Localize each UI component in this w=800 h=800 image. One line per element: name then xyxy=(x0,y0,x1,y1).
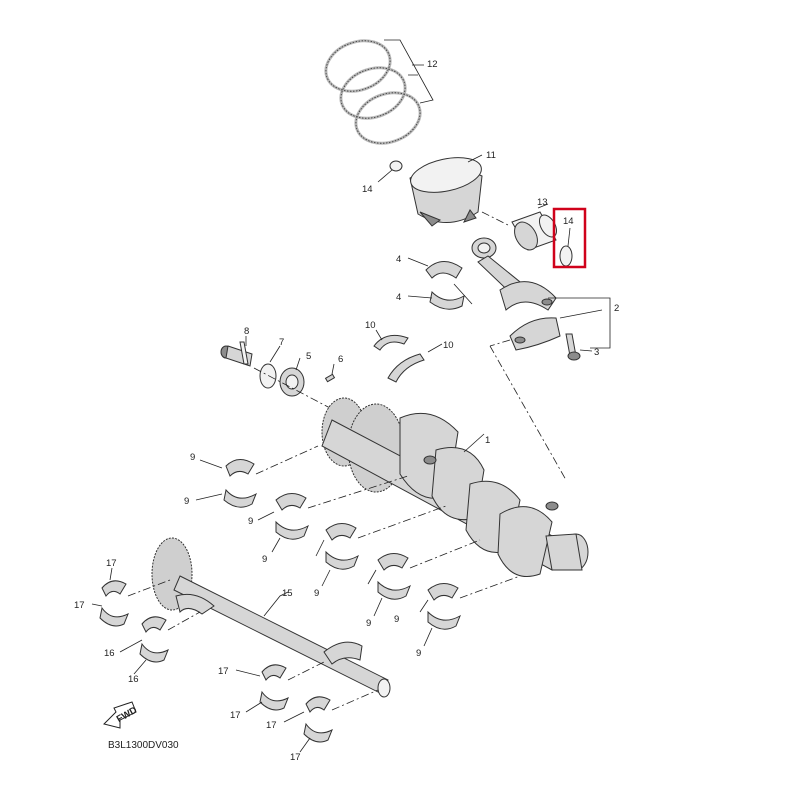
thrust-washer-lower[interactable] xyxy=(387,353,425,383)
assembly-line-17b xyxy=(287,661,325,681)
callout-7: 7 xyxy=(279,337,284,348)
leader-12 xyxy=(384,39,434,104)
callout-9-d: 9 xyxy=(262,554,267,565)
assembly-line-16 xyxy=(167,611,201,631)
leader-3 xyxy=(579,349,593,352)
callout-8: 8 xyxy=(244,326,249,337)
leader-7 xyxy=(269,345,281,363)
callout-16-a: 16 xyxy=(104,648,115,659)
leader-10b xyxy=(427,343,443,353)
leader-2 xyxy=(548,297,611,349)
leader-4b xyxy=(407,295,433,299)
callout-14-highlighted: 14 xyxy=(563,216,574,227)
callout-9-h: 9 xyxy=(416,648,421,659)
balancer-bearings-17-left[interactable] xyxy=(99,580,129,627)
assembly-line-gear xyxy=(253,367,331,409)
callout-9-a: 9 xyxy=(190,452,195,463)
leader-15 xyxy=(263,591,289,617)
leader-17f xyxy=(299,737,311,753)
callout-12: 12 xyxy=(427,59,438,70)
callout-13: 13 xyxy=(537,197,548,208)
callout-3: 3 xyxy=(594,347,599,358)
leader-14a xyxy=(377,169,393,183)
balancer-bearings-17-right[interactable] xyxy=(303,696,333,743)
bearing-leaders xyxy=(195,459,433,647)
assembly-line-piston xyxy=(481,211,511,227)
diagram-code: B3L1300DV030 xyxy=(108,740,179,751)
callout-11: 11 xyxy=(486,150,496,161)
thrust-washer-upper[interactable] xyxy=(373,334,409,351)
assembly-dash-lines xyxy=(255,339,567,599)
leader-17e xyxy=(283,711,305,723)
gear-bolt[interactable] xyxy=(220,341,253,367)
callout-17-e: 17 xyxy=(266,720,277,731)
leader-16a xyxy=(119,639,143,653)
callout-10-lower: 10 xyxy=(443,340,454,351)
callout-17-d: 17 xyxy=(230,710,241,721)
main-bearings[interactable] xyxy=(223,459,461,630)
pin-clip-highlighted[interactable] xyxy=(559,245,573,267)
conrod-bearing-lower[interactable] xyxy=(429,290,465,310)
callout-6: 6 xyxy=(338,354,343,365)
callout-4-upper: 4 xyxy=(396,254,401,265)
callout-17-a: 17 xyxy=(106,558,117,569)
balancer-bearings-16[interactable] xyxy=(139,616,169,663)
leader-14b xyxy=(567,227,571,247)
callout-17-b: 17 xyxy=(74,600,85,611)
callout-9-g: 9 xyxy=(394,614,399,625)
leader-6 xyxy=(331,363,335,375)
piston-rings[interactable] xyxy=(319,32,427,152)
leader-5 xyxy=(295,357,301,371)
leader-1 xyxy=(463,433,485,453)
highlight-box xyxy=(552,207,587,269)
leader-13 xyxy=(537,203,549,209)
callout-9-f: 9 xyxy=(366,618,371,629)
callout-1: 1 xyxy=(485,435,490,446)
leader-10a xyxy=(375,329,383,341)
callout-16-b: 16 xyxy=(128,674,139,685)
leader-16b xyxy=(133,659,147,675)
balancer-shaft[interactable] xyxy=(151,537,391,698)
conrod-bolt[interactable] xyxy=(565,333,581,361)
callout-17-f: 17 xyxy=(290,752,301,763)
leader-17b xyxy=(91,603,103,607)
leader-17d xyxy=(245,701,263,713)
callout-4-lower: 4 xyxy=(396,292,401,303)
callout-9-e: 9 xyxy=(314,588,319,599)
callout-15: 15 xyxy=(282,588,293,599)
assembly-line-17a xyxy=(127,579,171,597)
callout-17-c: 17 xyxy=(218,666,229,677)
woodruff-key[interactable] xyxy=(324,373,336,383)
callout-2: 2 xyxy=(614,303,619,314)
piston-pin[interactable] xyxy=(510,211,560,254)
needle-bearing[interactable] xyxy=(279,367,305,397)
conrod-bearing-upper[interactable] xyxy=(425,261,463,279)
callout-9-c: 9 xyxy=(248,516,253,527)
leader-17c xyxy=(235,669,261,677)
balancer-bearings-17-mid[interactable] xyxy=(259,664,289,711)
crankshaft[interactable] xyxy=(321,397,589,577)
gear-washer[interactable] xyxy=(259,363,277,389)
leader-11 xyxy=(467,154,483,163)
pin-clip-upper[interactable] xyxy=(389,160,403,172)
piston[interactable] xyxy=(407,152,484,227)
fwd-arrow-icon: FWD xyxy=(103,701,139,729)
assembly-line-17c xyxy=(331,689,379,711)
leader-17a xyxy=(109,567,113,581)
callout-9-b: 9 xyxy=(184,496,189,507)
connecting-rod[interactable] xyxy=(471,237,561,351)
leader-4a xyxy=(407,257,429,267)
leader-4-link xyxy=(453,283,473,305)
callout-10-upper: 10 xyxy=(365,320,376,331)
callout-5: 5 xyxy=(306,351,311,362)
callout-14-upper: 14 xyxy=(362,184,373,195)
